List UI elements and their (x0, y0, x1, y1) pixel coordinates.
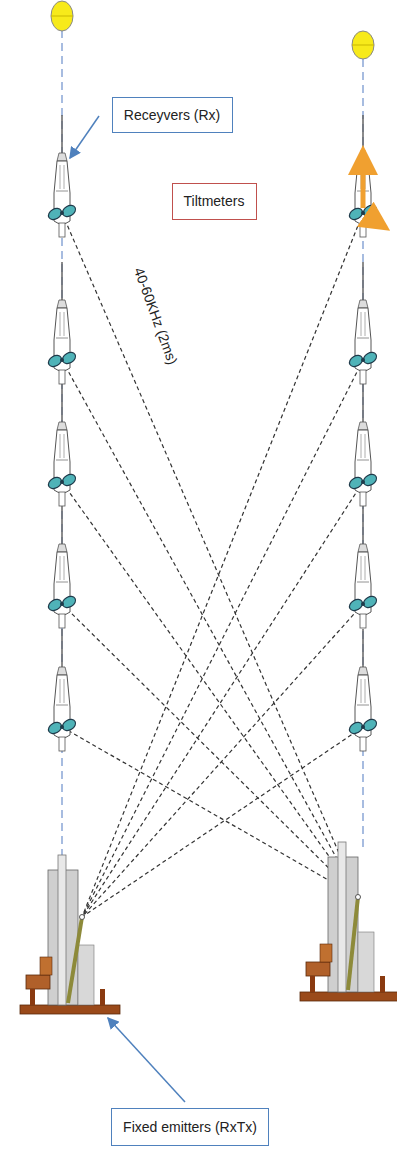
callout-text: Tiltmeters (184, 193, 245, 209)
frequency-label: 40-60KHz (2ms) (130, 263, 181, 368)
callout-text: Fixed emitters (RxTx) (123, 1119, 257, 1135)
callout-box: Fixed emitters (RxTx) (111, 1108, 269, 1146)
callout-box: Receyvers (Rx) (112, 97, 233, 133)
callout-text: Receyvers (Rx) (124, 107, 220, 123)
callout-box: Tiltmeters (172, 183, 257, 220)
